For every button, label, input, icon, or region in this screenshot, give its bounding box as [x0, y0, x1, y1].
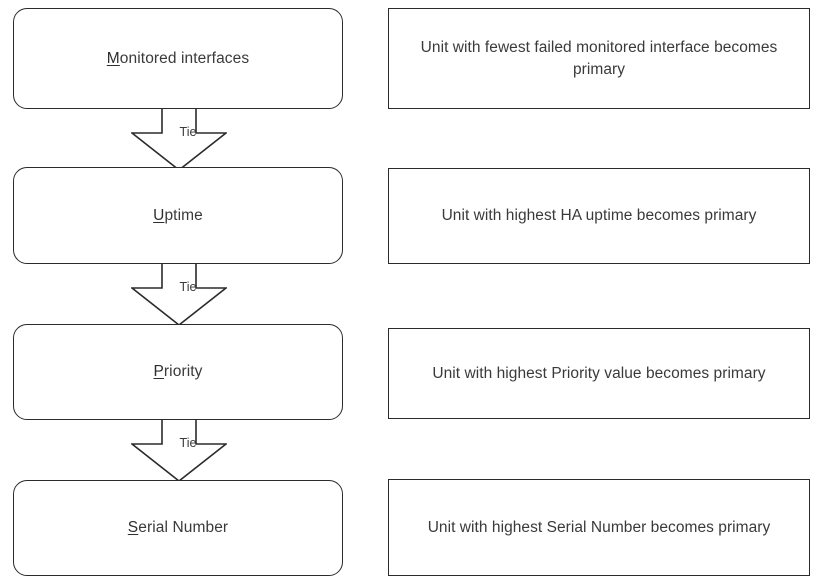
description-text-uptime: Unit with highest HA uptime becomes prim…: [441, 207, 757, 225]
description-box-priority[interactable]: Unit with highest Priority value becomes…: [388, 328, 810, 419]
criterion-label-rest: onitored interfaces: [119, 49, 250, 67]
criterion-label-uptime: Uptime: [153, 206, 203, 225]
tie-arrow-1: Tie: [131, 109, 227, 171]
criterion-label-rest: riority: [163, 363, 203, 381]
criterion-box-uptime[interactable]: Uptime: [13, 167, 343, 264]
criterion-mnemonic-letter: U: [153, 206, 165, 224]
description-text-priority: Unit with highest Priority value becomes…: [432, 364, 766, 382]
criterion-mnemonic-letter: M: [106, 49, 120, 67]
criterion-box-priority[interactable]: Priority: [13, 324, 343, 420]
criterion-mnemonic-letter: S: [127, 519, 139, 537]
criterion-label-rest: ptime: [164, 206, 203, 224]
description-box-serial-number[interactable]: Unit with highest Serial Number becomes …: [388, 479, 810, 576]
criterion-mnemonic-letter: P: [153, 363, 164, 381]
criterion-label-priority: Priority: [153, 362, 202, 381]
criterion-box-monitored-interfaces[interactable]: Monitored interfaces: [13, 8, 343, 109]
down-block-arrow-icon: [131, 420, 227, 482]
down-block-arrow-icon: [131, 109, 227, 171]
tie-arrow-3: Tie: [131, 420, 227, 482]
criterion-box-serial-number[interactable]: Serial Number: [13, 480, 343, 576]
criterion-label-rest: erial Number: [138, 519, 229, 537]
criterion-label-monitored-interfaces: Monitored interfaces: [107, 49, 249, 68]
description-text-serial-number: Unit with highest Serial Number becomes …: [427, 518, 771, 536]
description-text-monitored-interfaces: Unit with fewest failed monitored interf…: [420, 39, 778, 78]
down-block-arrow-icon: [131, 264, 227, 326]
tie-arrow-2: Tie: [131, 264, 227, 326]
description-box-uptime[interactable]: Unit with highest HA uptime becomes prim…: [388, 168, 810, 264]
description-box-monitored-interfaces[interactable]: Unit with fewest failed monitored interf…: [388, 8, 810, 109]
criterion-label-serial-number: Serial Number: [128, 518, 228, 537]
